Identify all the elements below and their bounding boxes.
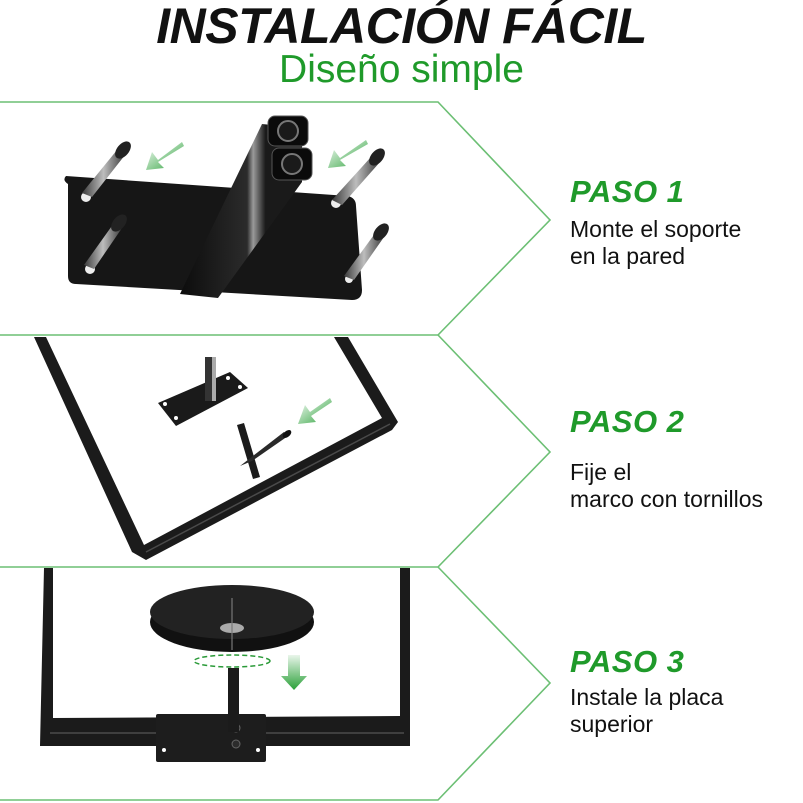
step-1-title: PASO 1 xyxy=(570,174,685,209)
step-3-title: PASO 3 xyxy=(570,644,685,679)
step-1: PASO 1 Monte el soporte en la pared xyxy=(570,174,741,270)
step-1-desc-line2: en la pared xyxy=(570,243,686,269)
step-1-desc-line1: Monte el soporte xyxy=(570,216,742,242)
arrow-icon xyxy=(298,398,332,424)
step-2: PASO 2 Fije el marco con tornillos xyxy=(570,404,763,513)
step-2-title: PASO 2 xyxy=(570,404,685,439)
step-3: PASO 3 Instale la placa superior xyxy=(570,644,723,738)
arrow-down-icon xyxy=(281,655,307,690)
top-plate-illustration xyxy=(40,568,410,762)
wall-bracket-illustration xyxy=(64,115,389,300)
step-2-desc-line2: marco con tornillos xyxy=(570,486,764,512)
step-3-desc-line1: Instale la placa xyxy=(570,684,724,710)
frame-attach-illustration xyxy=(34,337,398,560)
arrow-icon xyxy=(146,140,368,170)
page-subtitle: Diseño simple xyxy=(279,48,524,91)
page-title: INSTALACIÓN FÁCIL xyxy=(156,0,647,54)
step-3-desc-line2: superior xyxy=(570,711,654,737)
step-2-desc-line1: Fije el xyxy=(570,459,632,485)
